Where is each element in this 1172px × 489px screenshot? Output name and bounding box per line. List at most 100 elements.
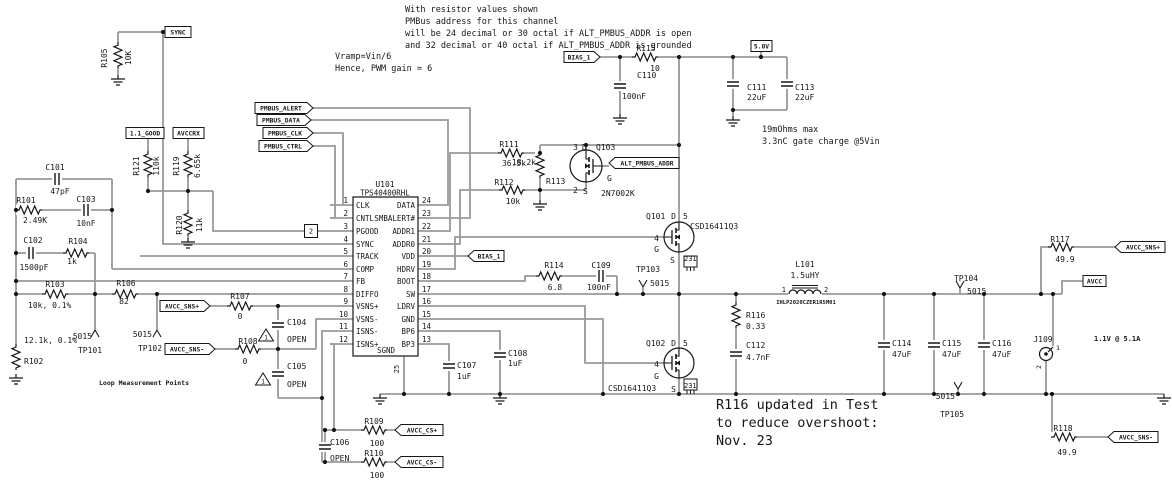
netflag-alt-pmbus-addr xyxy=(608,157,680,169)
pin-number: 21 xyxy=(422,235,431,244)
fet-spec-note: 19mOhms max 3.3nC gate charge @5Vin xyxy=(762,125,880,147)
junction-dot xyxy=(109,207,115,213)
junction-dot xyxy=(537,150,543,156)
label-1.5uHY: 1.5uHY xyxy=(791,271,820,280)
netflag-bias1-label: BIAS_1 xyxy=(568,54,591,61)
wire xyxy=(212,191,330,232)
wire xyxy=(440,275,617,282)
label-R116: R116 xyxy=(746,311,765,320)
capacitor-C115 xyxy=(928,342,940,348)
label-C110: C110 xyxy=(637,71,656,80)
junction-dot xyxy=(160,29,166,35)
label-TP105: TP105 xyxy=(940,410,964,419)
label-10: 10 xyxy=(650,64,660,73)
junction-dot xyxy=(537,187,543,193)
pin-number: 6 xyxy=(343,260,348,269)
wire xyxy=(440,189,540,245)
netflag-avcc-cs-p-label: AVCC_CS+ xyxy=(407,427,438,434)
wire xyxy=(330,343,335,430)
capacitor-C110 xyxy=(614,83,626,89)
netflag-avcc-sns-p xyxy=(1114,241,1166,253)
pin-name: BP6 xyxy=(401,327,415,336)
wire xyxy=(1061,280,1083,294)
pin-number: 1 xyxy=(343,196,348,205)
wire xyxy=(313,107,471,219)
netflag-pmbus-data xyxy=(256,114,312,126)
netflag-pmbus-alert xyxy=(254,102,314,114)
wire xyxy=(440,152,540,232)
source-pins-231 xyxy=(686,267,695,271)
pin-number: 18 xyxy=(422,272,432,281)
testpoint-TP102 xyxy=(152,329,162,338)
label-2: 2 xyxy=(824,286,828,294)
junction-dot xyxy=(617,54,623,60)
netflag-avcc-cs-n xyxy=(394,456,444,468)
pin-name: TRACK xyxy=(356,252,379,261)
label-C113: C113 xyxy=(795,83,814,92)
netflag-pmbus-clk-label: PMBUS_CLK xyxy=(268,130,302,137)
connector-J109 xyxy=(1044,352,1048,356)
pin-name: GND xyxy=(401,315,415,324)
ground-symbol xyxy=(613,114,627,125)
inductor-L101 xyxy=(792,285,818,289)
note-ref-1 xyxy=(257,328,275,342)
label-C108: C108 xyxy=(508,349,527,358)
label-2: 2 xyxy=(1035,365,1043,369)
ground-symbol xyxy=(1157,394,1171,405)
resistor-R111 xyxy=(498,147,524,159)
label-100: 100 xyxy=(370,439,385,448)
label-4: 4 xyxy=(654,360,659,369)
label-TP104: TP104 xyxy=(954,274,978,283)
label-C107: C107 xyxy=(457,361,476,370)
junction-dot xyxy=(319,395,325,401)
note-ref-1-label: 1 xyxy=(264,335,268,342)
symbol-mask xyxy=(613,81,627,91)
label-18.2k: 18.2k xyxy=(512,158,536,167)
netlabel-sync-label: SYNC xyxy=(170,29,185,36)
netlabel-1v1-good-label: 1.1_GOOD xyxy=(130,130,161,137)
label-10k: 10k xyxy=(506,197,521,206)
ground-symbol xyxy=(9,374,23,385)
label-4: 4 xyxy=(654,234,659,243)
label-R117: R117 xyxy=(1050,235,1069,244)
resistor-R103 xyxy=(42,288,68,300)
junction-dot xyxy=(600,391,606,397)
label-82: 82 xyxy=(119,297,129,306)
note-ref-2-label: 2 xyxy=(309,228,313,236)
label-1: 1 xyxy=(782,286,786,294)
pin-name: VSNS+ xyxy=(356,302,379,311)
testpoint-TP103 xyxy=(638,279,648,288)
symbol-mask xyxy=(780,79,794,89)
pin-number: 10 xyxy=(339,310,349,319)
pin-name: DATA xyxy=(397,201,416,210)
junction-dot xyxy=(640,291,646,297)
ground-symbol xyxy=(533,200,547,211)
label-11k: 11k xyxy=(195,218,204,233)
label-C104: C104 xyxy=(287,318,306,327)
wire xyxy=(1040,246,1115,294)
netflag-avcc-sns-p xyxy=(159,300,211,312)
label-110k: 110k xyxy=(152,156,161,175)
capacitor-C108 xyxy=(494,352,506,358)
note-ref-1-label: 1 xyxy=(261,379,265,386)
label-47uF: 47uF xyxy=(992,350,1011,359)
label-Q102: Q102 xyxy=(646,339,665,348)
label-CSD16411Q3: CSD16411Q3 xyxy=(608,384,656,393)
label-231: 231 xyxy=(684,255,697,263)
label-100nF: 100nF xyxy=(622,92,646,101)
output-rating-note: 1.1V @ 5.1A xyxy=(1094,335,1141,343)
wire xyxy=(440,236,664,270)
resistor-R118 xyxy=(1051,431,1077,443)
capacitor-C103 xyxy=(83,204,89,216)
pin-name: BP3 xyxy=(401,340,415,349)
label-1uF: 1uF xyxy=(508,359,523,368)
r116-update-note: R116 updated in Test to reduce overshoot… xyxy=(716,397,879,449)
netflag-pmbus-ctrl xyxy=(258,140,314,152)
label-R105: R105 xyxy=(100,48,109,67)
resistor-R112 xyxy=(499,184,525,196)
label-5: 5 xyxy=(683,212,688,221)
label-R115: R115 xyxy=(636,44,655,53)
pin-number: 13 xyxy=(422,335,431,344)
capacitor-C116 xyxy=(978,342,990,348)
